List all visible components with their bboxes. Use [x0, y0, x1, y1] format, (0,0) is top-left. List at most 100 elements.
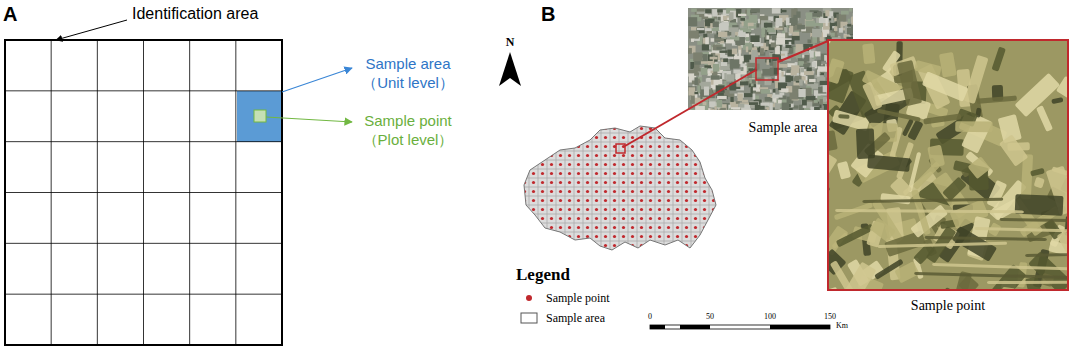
- sample-dot: [595, 145, 598, 148]
- map-cell: [592, 124, 601, 133]
- sample-dot: [676, 244, 679, 247]
- satellite-pixel: [742, 100, 748, 103]
- satellite-pixel: [705, 9, 711, 13]
- map-cell: [700, 187, 709, 196]
- sample-dot: [613, 217, 616, 220]
- sample-dot: [550, 217, 553, 220]
- sample-dot: [694, 208, 697, 211]
- map-cell: [700, 241, 709, 250]
- north-arrow: [510, 52, 521, 86]
- sample-dot: [649, 190, 652, 193]
- sample-dot: [568, 199, 571, 202]
- sample-dot: [694, 244, 697, 247]
- satellite-pixel: [814, 23, 820, 26]
- sample-dot: [685, 163, 688, 166]
- map-cell: [529, 250, 538, 259]
- map-cell: [709, 250, 718, 259]
- map-cell: [529, 124, 538, 133]
- sample-dot: [604, 244, 607, 247]
- map-cell: [655, 205, 664, 214]
- map-cell: [547, 205, 556, 214]
- map-cell: [664, 151, 673, 160]
- image-caption: Sample point: [911, 297, 985, 315]
- sample-dot: [712, 163, 715, 166]
- sample-dot: [721, 244, 724, 247]
- map-cell: [646, 151, 655, 160]
- map-cell: [709, 241, 718, 250]
- callout-text: Identification area: [132, 4, 258, 24]
- satellite-pixel: [805, 20, 815, 26]
- field-patch: [914, 272, 1068, 280]
- satellite-pixel: [775, 103, 781, 110]
- sample-dot: [604, 253, 607, 256]
- map-cell: [718, 178, 727, 187]
- satellite-pixel: [708, 108, 710, 110]
- map-cell: [556, 178, 565, 187]
- satellite-pixel: [806, 12, 812, 20]
- map-cell: [718, 133, 727, 142]
- satellite-pixel: [769, 103, 772, 110]
- field-patch: [862, 198, 1003, 203]
- sample-dot: [658, 145, 661, 148]
- satellite-pixel: [719, 108, 725, 110]
- map-cell: [592, 133, 601, 142]
- satellite-pixel: [778, 100, 782, 103]
- sample-dot: [613, 244, 616, 247]
- sample-dot: [595, 127, 598, 130]
- sample-dot: [685, 208, 688, 211]
- map-cell: [520, 124, 529, 133]
- satellite-pixel: [736, 101, 740, 104]
- map-cell: [682, 133, 691, 142]
- map-cell: [556, 169, 565, 178]
- map-cell: [601, 133, 610, 142]
- sample-dot: [568, 181, 571, 184]
- satellite-pixel: [802, 55, 804, 58]
- map-cell: [583, 214, 592, 223]
- map-cell: [601, 187, 610, 196]
- satellite-pixel: [711, 75, 720, 79]
- map-cell: [655, 214, 664, 223]
- sample-dot: [631, 154, 634, 157]
- map-cell: [538, 214, 547, 223]
- map-cell: [682, 196, 691, 205]
- satellite-pixel: [746, 37, 750, 41]
- map-cell: [583, 250, 592, 259]
- map-cell: [691, 133, 700, 142]
- grid-line: [189, 40, 190, 345]
- map-cell: [592, 223, 601, 232]
- map-cell: [583, 124, 592, 133]
- sample-dot: [721, 226, 724, 229]
- satellite-pixel: [746, 46, 748, 52]
- map-cell: [520, 151, 529, 160]
- sample-dot: [532, 217, 535, 220]
- sample-dot: [658, 208, 661, 211]
- map-cell: [655, 133, 664, 142]
- map-cell: [646, 205, 655, 214]
- map-cell: [655, 160, 664, 169]
- satellite-pixel: [691, 8, 697, 11]
- sample-dot: [622, 154, 625, 157]
- map-cell: [565, 196, 574, 205]
- satellite-pixel: [776, 18, 782, 26]
- map-cell: [709, 124, 718, 133]
- satellite-pixel: [717, 96, 727, 99]
- sample-dot: [667, 226, 670, 229]
- zoom-link: [625, 70, 756, 146]
- map-cell: [619, 187, 628, 196]
- sample-dot: [703, 136, 706, 139]
- satellite-pixel: [798, 88, 806, 96]
- satellite-pixel: [719, 50, 727, 53]
- sample-dot: [649, 244, 652, 247]
- map-cell: [673, 187, 682, 196]
- map-cell: [565, 124, 574, 133]
- sample-dot: [595, 217, 598, 220]
- sample-dot: [613, 226, 616, 229]
- satellite-pixel: [752, 50, 758, 58]
- sample-dot: [685, 154, 688, 157]
- map-cell: [655, 178, 664, 187]
- sample-dot: [559, 244, 562, 247]
- map-cell: [655, 169, 664, 178]
- satellite-pixel: [759, 109, 767, 110]
- map-cell: [610, 178, 619, 187]
- map-cell: [520, 223, 529, 232]
